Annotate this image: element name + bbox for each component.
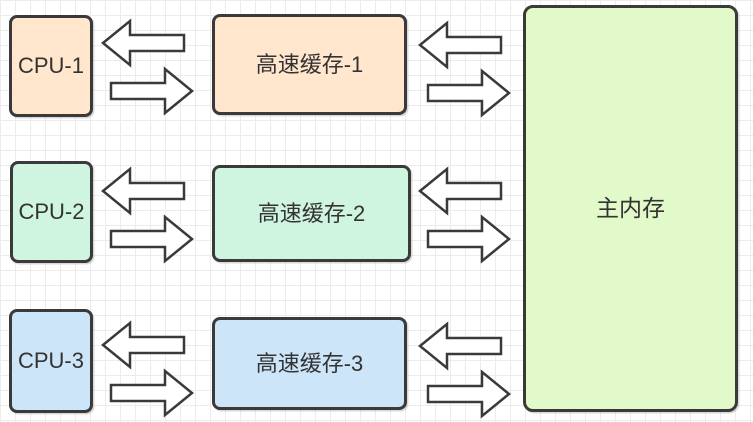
right-arrow-icon[interactable] (426, 68, 511, 118)
right-arrow-icon[interactable] (109, 368, 194, 418)
arrows-cache1-memory[interactable] (418, 20, 511, 118)
cpu-3-node[interactable]: CPU-3 (9, 309, 93, 413)
cache-3-node[interactable]: 高速缓存-3 (212, 317, 407, 410)
arrows-cache3-memory[interactable] (418, 321, 511, 419)
left-arrow-icon[interactable] (101, 18, 186, 68)
cache-2-node[interactable]: 高速缓存-2 (212, 165, 411, 262)
cpu-2-label: CPU-2 (18, 199, 85, 224)
cache-3-label: 高速缓存-3 (255, 350, 364, 376)
right-arrow-icon[interactable] (426, 369, 511, 419)
left-arrow-icon[interactable] (418, 321, 503, 371)
cache-1-label: 高速缓存-1 (255, 51, 364, 77)
main-memory-node[interactable]: 主内存 (523, 5, 738, 412)
main-memory-label: 主内存 (596, 195, 665, 221)
cpu-1-label: CPU-1 (17, 53, 84, 78)
cache-2-label: 高速缓存-2 (257, 200, 366, 226)
cpu-2-node[interactable]: CPU-2 (10, 161, 93, 263)
right-arrow-icon[interactable] (109, 214, 194, 264)
cache-1-node[interactable]: 高速缓存-1 (212, 14, 407, 115)
right-arrow-icon[interactable] (109, 66, 194, 116)
arrows-cpu2-cache2[interactable] (101, 166, 194, 264)
left-arrow-icon[interactable] (418, 166, 503, 216)
arrows-cpu3-cache3[interactable] (101, 320, 194, 418)
cpu-1-node[interactable]: CPU-1 (9, 15, 93, 117)
cpu-3-label: CPU-3 (17, 348, 84, 373)
left-arrow-icon[interactable] (101, 320, 186, 370)
left-arrow-icon[interactable] (101, 166, 186, 216)
left-arrow-icon[interactable] (418, 20, 503, 70)
right-arrow-icon[interactable] (426, 214, 511, 264)
arrows-cpu1-cache1[interactable] (101, 18, 194, 116)
arrows-cache2-memory[interactable] (418, 166, 511, 264)
